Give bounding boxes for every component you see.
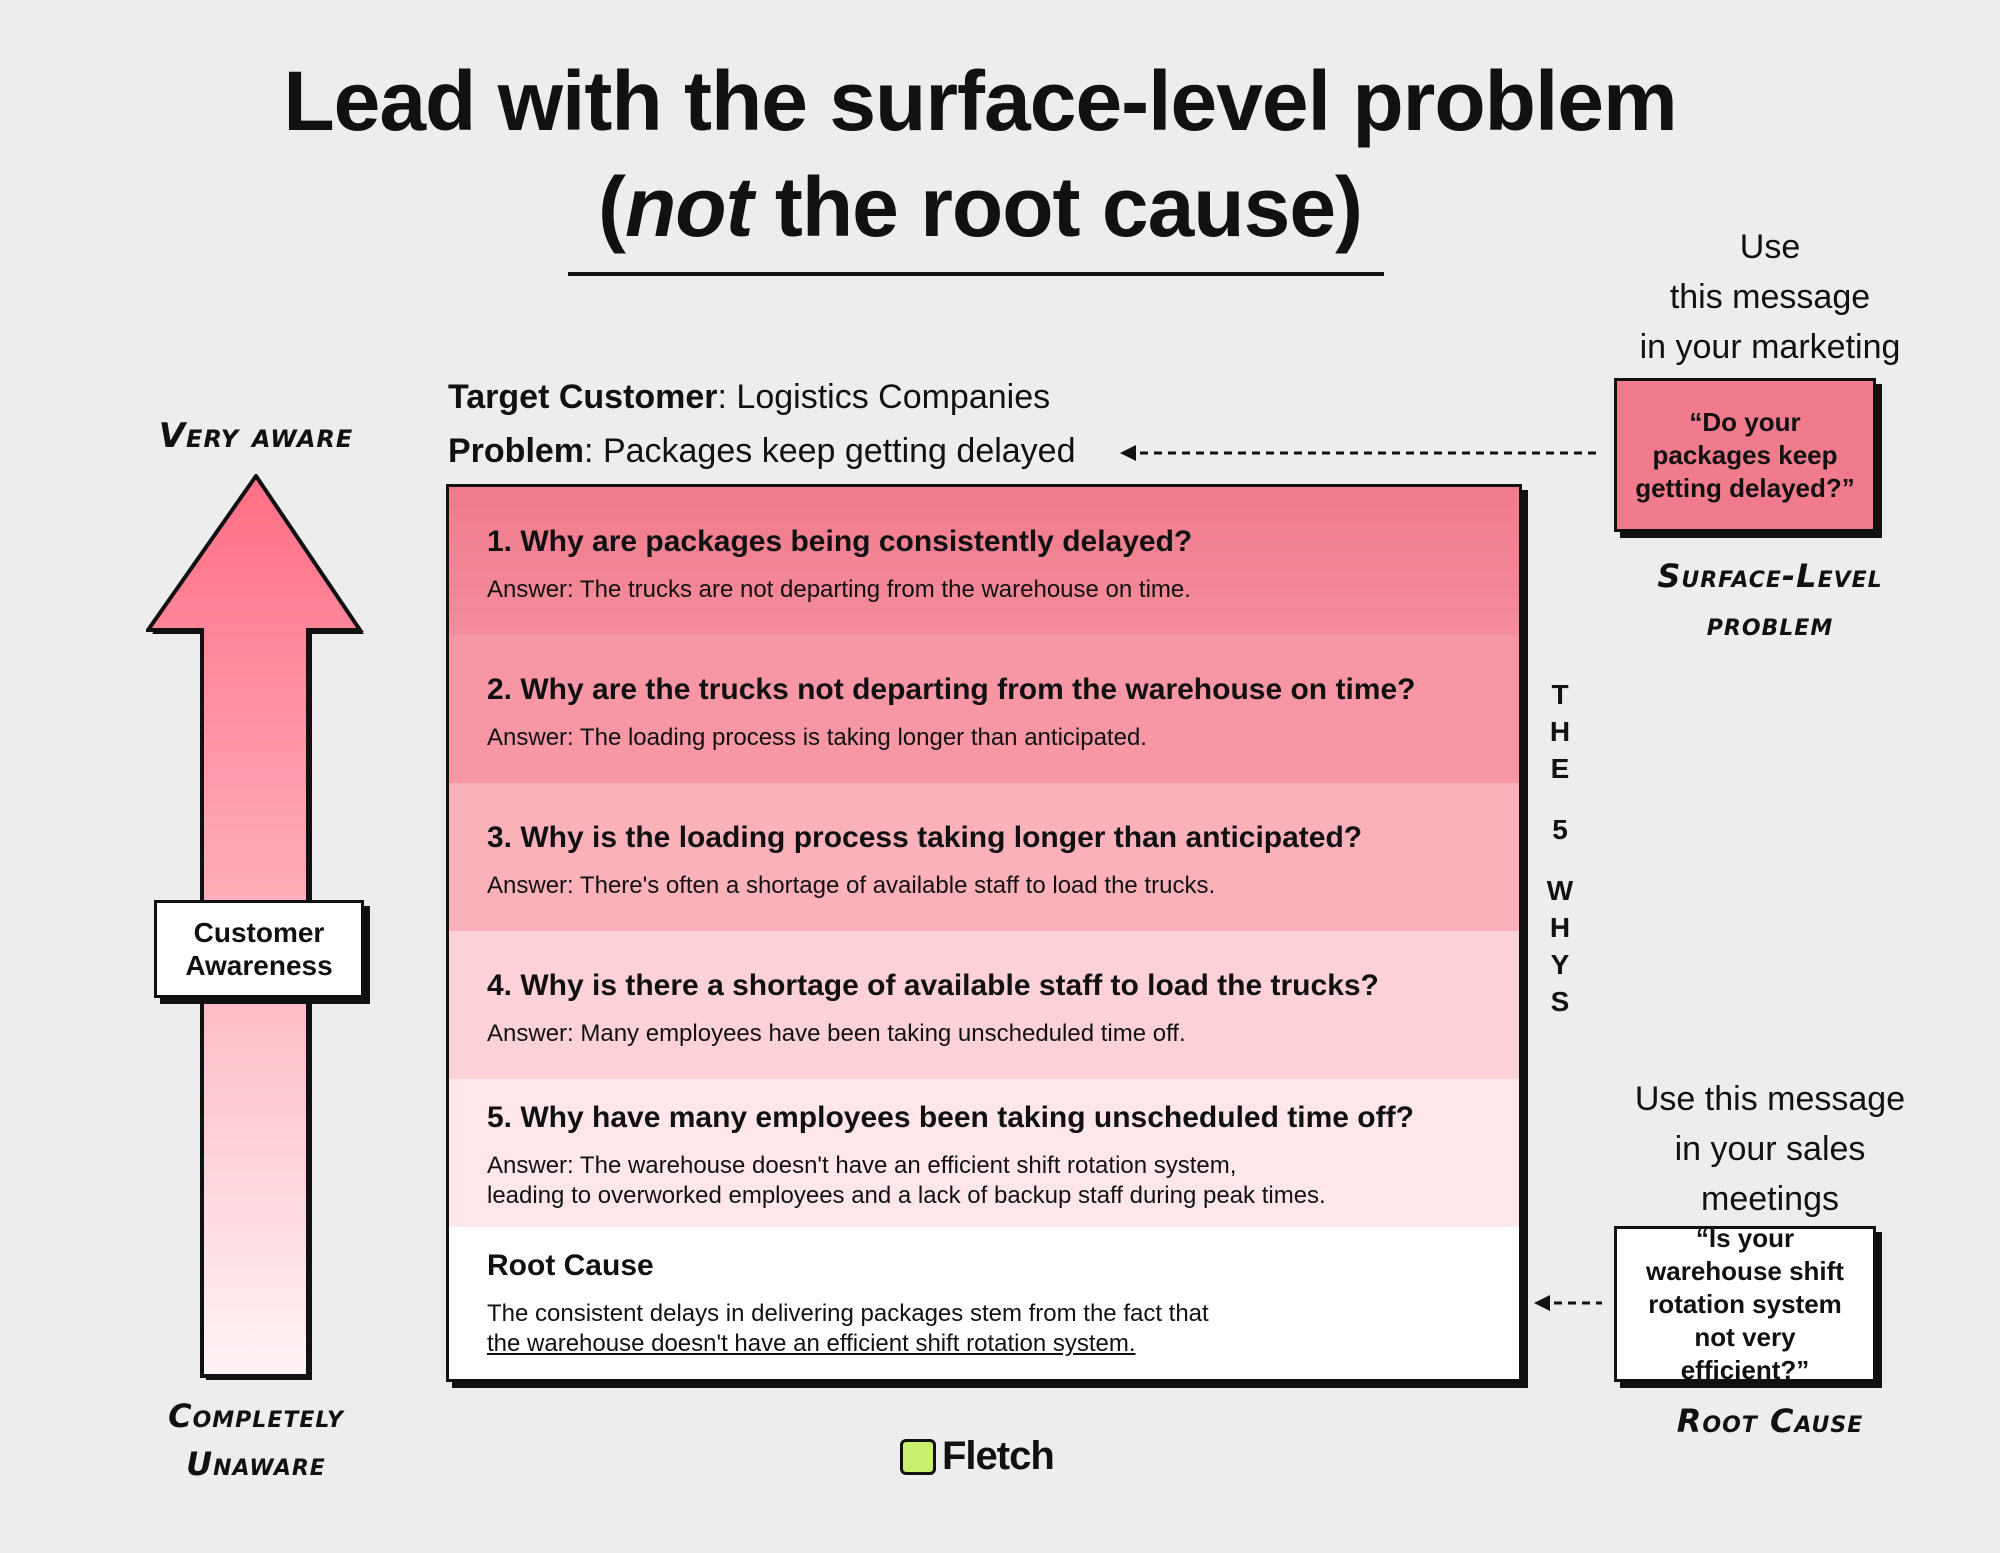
problem-label: Problem [448, 432, 585, 470]
why-answer-line-1: Answer: The warehouse doesn't have an ef… [487, 1152, 1237, 1179]
root-cause-heading: Root Cause [487, 1249, 654, 1282]
sales-instruction: Use this message in your sales meetings [1590, 1074, 1950, 1224]
why-question: 2. Why are the trucks not departing from… [487, 673, 1416, 706]
marketing-instruction: Use this message in your marketing [1590, 222, 1950, 372]
why-row-1: 1. Why are packages being consistently d… [449, 487, 1519, 635]
root-cause-text: The consistent delays in delivering pack… [487, 1299, 1209, 1359]
completely-unaware-label: Completely Unaware [168, 1397, 344, 1483]
why-answer: Answer: The loading process is taking lo… [487, 724, 1147, 751]
title-rest: the root cause) [752, 160, 1363, 254]
why-answer: Answer: There's often a shortage of avai… [487, 872, 1216, 899]
surface-level-problem-label: Surface-Level problem [1657, 557, 1883, 643]
why-question: 5. Why have many employees been taking u… [487, 1101, 1414, 1134]
why-row-4: 4. Why is there a shortage of available … [449, 931, 1519, 1079]
title-emphasis: not [624, 160, 754, 254]
marketing-instruction-line: in your marketing [1639, 328, 1901, 366]
five-whys-letter: T [1551, 679, 1569, 710]
sales-instruction-line: meetings [1701, 1180, 1839, 1218]
customer-awareness-text: Customer Awareness [185, 917, 333, 981]
title-paren: ( [597, 160, 626, 254]
five-whys-letter: W [1546, 875, 1574, 906]
why-row-2: 2. Why are the trucks not departing from… [449, 635, 1519, 783]
five-whys-spacer [1532, 848, 1588, 872]
five-whys-letter: H [1549, 912, 1571, 943]
five-whys-letter: 5 [1552, 814, 1568, 845]
why-answer: Answer: Many employees have been taking … [487, 1020, 1186, 1047]
marketing-quote-box: “Do your packages keep getting delayed?” [1614, 378, 1876, 532]
five-whys-vertical-label: T H E 5 W H Y S [1532, 676, 1588, 1020]
root-cause-underlined: the warehouse doesn't have an efficient … [487, 1330, 1136, 1357]
very-aware-label: Very aware [158, 416, 354, 456]
sales-instruction-line: in your sales [1674, 1130, 1866, 1168]
title-line-1: Lead with the surface-level problem [283, 54, 1677, 148]
why-row-3: 3. Why is the loading process taking lon… [449, 783, 1519, 931]
five-whys-letter: E [1550, 753, 1570, 784]
page-title: Lead with the surface-level problem (not… [0, 48, 1960, 260]
title-line-2: (not the root cause) [0, 154, 1960, 260]
marketing-arrow [1120, 445, 1602, 461]
marketing-instruction-line: Use [1739, 228, 1801, 266]
marketing-quote: “Do your packages keep getting delayed?” [1635, 406, 1855, 503]
why-answer: Answer: The trucks are not departing fro… [487, 576, 1191, 603]
marketing-instruction-line: this message [1669, 278, 1871, 316]
five-whys-letter: S [1550, 986, 1570, 1017]
root-cause-line-1: The consistent delays in delivering pack… [487, 1300, 1209, 1327]
why-answer-line-2: leading to overworked employees and a la… [487, 1182, 1326, 1209]
five-whys-panel: 1. Why are packages being consistently d… [446, 484, 1522, 1382]
fletch-logo: Fletch [900, 1434, 1055, 1479]
why-answer: Answer: The warehouse doesn't have an ef… [487, 1151, 1326, 1211]
problem-statement: Problem: Packages keep getting delayed [448, 432, 1076, 471]
why-question: 1. Why are packages being consistently d… [487, 525, 1193, 558]
target-customer-label: Target Customer [448, 378, 718, 416]
title-underline [568, 272, 1384, 276]
five-whys-spacer [1532, 787, 1588, 811]
sales-instruction-line: Use this message [1634, 1080, 1906, 1118]
target-customer: Target Customer: Logistics Companies [448, 378, 1050, 417]
target-customer-value: : Logistics Companies [717, 378, 1051, 416]
why-row-5: 5. Why have many employees been taking u… [449, 1079, 1519, 1227]
root-cause-label: Root Cause [1676, 1402, 1864, 1440]
fletch-logo-icon [900, 1438, 936, 1475]
root-cause-row: Root Cause The consistent delays in deli… [449, 1227, 1519, 1376]
customer-awareness-label: Customer Awareness [154, 900, 364, 998]
root-cause-line-2: the warehouse doesn't have an efficient … [487, 1329, 1209, 1359]
sales-quote-box: “Is your warehouse shift rotation system… [1614, 1223, 1876, 1385]
why-question: 3. Why is the loading process taking lon… [487, 821, 1363, 854]
five-whys-letter: H [1549, 716, 1571, 747]
sales-arrow-head [1534, 1295, 1550, 1311]
five-whys-letter: Y [1550, 949, 1570, 980]
marketing-arrow-head [1120, 445, 1136, 461]
sales-arrow [1534, 1295, 1602, 1311]
problem-value: : Packages keep getting delayed [584, 432, 1076, 470]
sales-quote: “Is your warehouse shift rotation system… [1646, 1222, 1844, 1385]
fletch-logo-text: Fletch [942, 1434, 1055, 1478]
why-question: 4. Why is there a shortage of available … [487, 969, 1379, 1002]
